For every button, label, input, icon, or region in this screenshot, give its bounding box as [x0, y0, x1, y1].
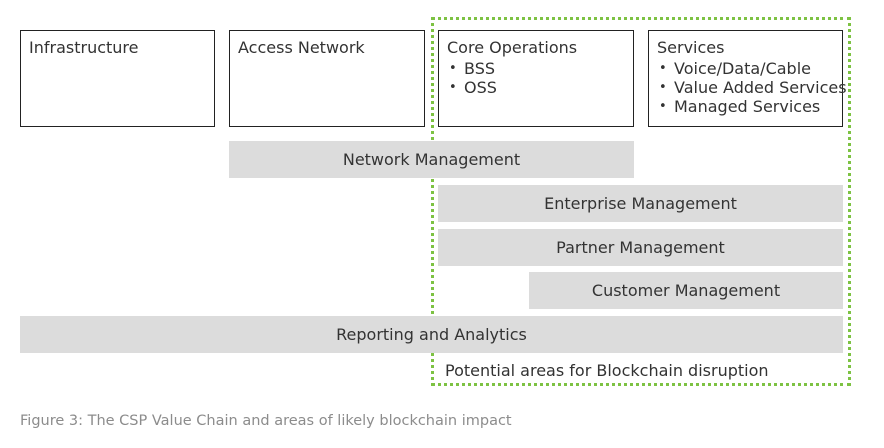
services-item-managed: Managed Services — [657, 97, 834, 116]
blockchain-region-label: Potential areas for Blockchain disruptio… — [445, 361, 769, 380]
core-operations-box: Core Operations BSS OSS — [438, 30, 634, 127]
reporting-analytics-bar: Reporting and Analytics — [20, 316, 843, 353]
infrastructure-box: Infrastructure — [20, 30, 215, 127]
core-operations-list: BSS OSS — [447, 59, 625, 97]
services-list: Voice/Data/Cable Value Added Services Ma… — [657, 59, 847, 116]
core-operations-item-bss: BSS — [447, 59, 625, 78]
network-management-bar: Network Management — [229, 141, 634, 178]
enterprise-management-bar: Enterprise Management — [438, 185, 843, 222]
network-management-label: Network Management — [342, 150, 521, 169]
reporting-analytics-label: Reporting and Analytics — [336, 325, 527, 344]
partner-management-label: Partner Management — [556, 238, 725, 257]
customer-management-bar: Customer Management — [529, 272, 843, 309]
figure-caption: Figure 3: The CSP Value Chain and areas … — [20, 413, 512, 429]
services-title: Services — [657, 38, 725, 57]
infrastructure-title: Infrastructure — [29, 38, 139, 57]
enterprise-management-label: Enterprise Management — [544, 194, 737, 213]
services-item-value-added: Value Added Services — [657, 78, 847, 97]
access-network-box: Access Network — [229, 30, 425, 127]
services-box: Services Voice/Data/Cable Value Added Se… — [648, 30, 847, 127]
blockchain-disruption-region — [431, 17, 851, 386]
core-operations-item-oss: OSS — [447, 78, 625, 97]
services-item-voice-data-cable: Voice/Data/Cable — [657, 59, 834, 78]
customer-management-label: Customer Management — [591, 281, 781, 300]
partner-management-bar: Partner Management — [438, 229, 843, 266]
core-operations-title: Core Operations — [447, 38, 578, 57]
access-network-title: Access Network — [238, 38, 365, 57]
